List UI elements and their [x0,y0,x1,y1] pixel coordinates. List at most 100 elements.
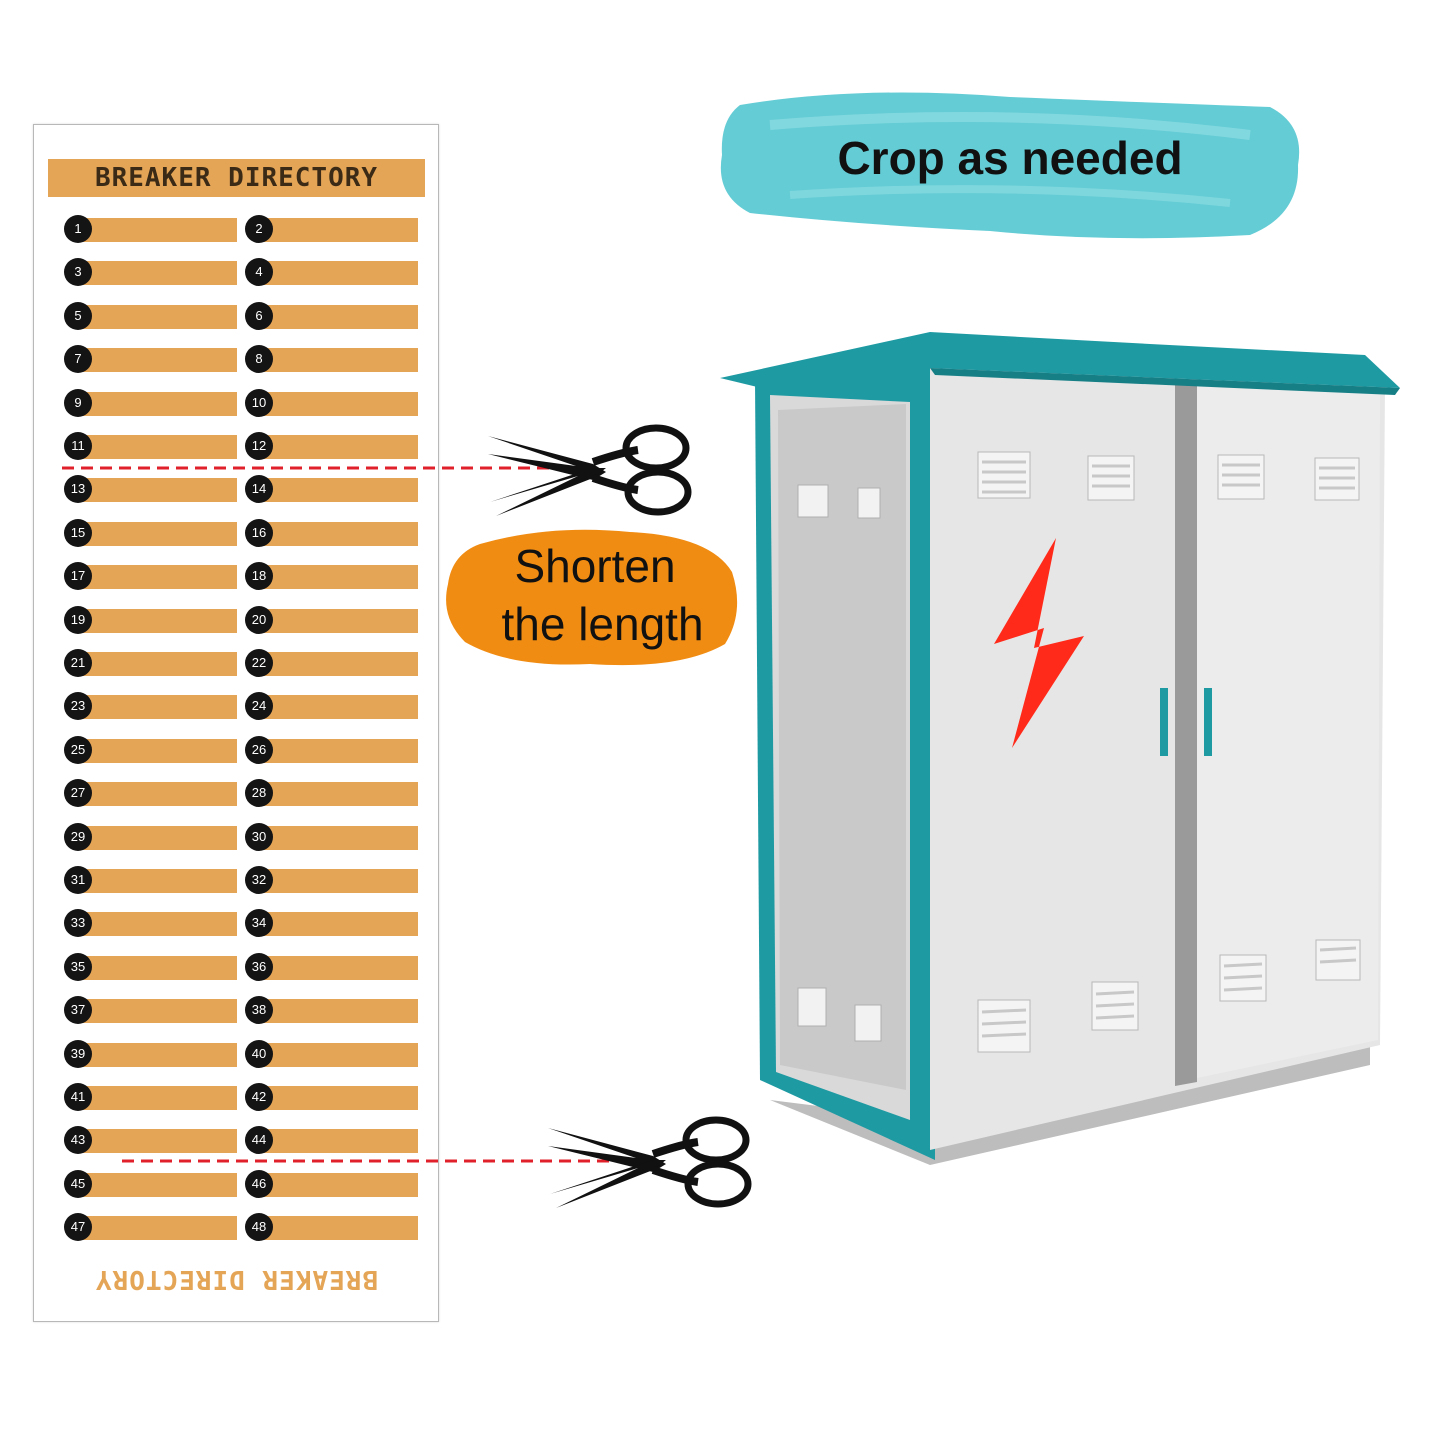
breaker-number-badge: 29 [64,822,92,851]
breaker-number-badge: 22 [245,649,273,677]
breaker-number-badge: 35 [64,952,92,981]
breaker-label-field[interactable] [255,912,418,937]
breaker-label-field[interactable] [74,304,237,329]
breaker-label-field[interactable] [255,304,418,329]
breaker-label-field[interactable] [255,999,418,1024]
breaker-number-badge: 47 [64,1213,92,1242]
breaker-number-badge: 2 [245,215,273,243]
scissors-icon [488,424,692,516]
breaker-label-field[interactable] [255,261,418,286]
breaker-number-badge: 31 [64,866,92,894]
breaker-label-field[interactable] [74,608,237,633]
breaker-number-badge: 44 [245,1126,273,1155]
breaker-label-field[interactable] [74,1216,237,1241]
breaker-number-badge: 15 [64,518,92,547]
breaker-label-field[interactable] [74,738,237,763]
breaker-number-badge: 1 [64,215,92,243]
scissors-icon [548,1116,752,1208]
breaker-number-badge: 24 [245,692,273,721]
breaker-number-badge: 26 [245,735,273,764]
crop-callout: Crop as needed [837,132,1183,184]
breaker-label-field[interactable] [74,869,237,893]
breaker-number-badge: 25 [64,735,92,764]
breaker-label-field[interactable] [255,695,418,720]
breaker-label-field[interactable] [255,435,418,459]
breaker-number-badge: 19 [64,605,92,634]
breaker-label-field[interactable] [255,1042,418,1067]
breaker-number-badge: 39 [64,1039,92,1068]
breaker-number-badge: 48 [245,1213,273,1242]
breaker-label-field[interactable] [74,782,237,807]
breaker-label-field[interactable] [74,218,237,242]
breaker-label-field[interactable] [255,955,418,980]
breaker-label-field[interactable] [255,738,418,763]
breaker-label-field[interactable] [74,955,237,980]
breaker-label-field[interactable] [74,1086,237,1110]
breaker-label-field[interactable] [74,435,237,459]
shorten-brush-stroke [446,529,738,666]
shorten-callout-line2: the length [501,598,704,650]
breaker-label-field[interactable] [74,261,237,286]
breaker-number-badge: 17 [64,562,92,591]
breaker-label-field[interactable] [255,348,418,373]
breaker-label-field[interactable] [74,565,237,590]
breaker-number-badge: 30 [245,822,273,851]
breaker-number-badge: 40 [245,1039,273,1068]
breaker-label-field[interactable] [255,825,418,850]
breaker-label-field[interactable] [255,1086,418,1110]
breaker-label-field[interactable] [255,652,418,676]
breaker-number-badge: 14 [245,475,273,504]
breaker-number-badge: 13 [64,475,92,504]
breaker-number-badge: 43 [64,1126,92,1155]
breaker-number-badge: 46 [245,1169,273,1198]
directory-title: BREAKER DIRECTORY [94,163,379,193]
breaker-number-badge: 21 [64,649,92,677]
breaker-label-field[interactable] [255,1129,418,1154]
breaker-number-badge: 45 [64,1169,92,1198]
breaker-number-badge: 28 [245,779,273,808]
breaker-label-field[interactable] [74,1129,237,1154]
breaker-number-badge: 8 [245,345,273,374]
breaker-label-field[interactable] [74,1172,237,1197]
breaker-number-badge: 5 [64,301,92,330]
breaker-label-field[interactable] [74,695,237,720]
breaker-number-badge: 4 [245,258,273,287]
breaker-number-badge: 3 [64,258,92,287]
breaker-number-badge: 34 [245,909,273,938]
breaker-label-field[interactable] [255,478,418,503]
lightning-bolt-icon [994,538,1084,748]
breaker-number-badge: 37 [64,996,92,1025]
breaker-label-field[interactable] [255,391,418,416]
breaker-number-badge: 9 [64,388,92,417]
breaker-label-field[interactable] [255,218,418,242]
breaker-label-field[interactable] [74,652,237,676]
breaker-number-badge: 23 [64,692,92,721]
breaker-number-badge: 32 [245,866,273,894]
breaker-label-field[interactable] [74,391,237,416]
breaker-number-badge: 33 [64,909,92,938]
breaker-number-badge: 16 [245,518,273,547]
breaker-label-field[interactable] [74,999,237,1024]
breaker-number-badge: 36 [245,952,273,981]
breaker-label-field[interactable] [74,348,237,373]
breaker-number-badge: 7 [64,345,92,374]
breaker-number-badge: 10 [245,388,273,417]
breaker-label-field[interactable] [255,782,418,807]
breaker-label-field[interactable] [74,912,237,937]
crop-brush-stroke [720,92,1300,239]
breaker-label-field[interactable] [255,869,418,893]
breaker-label-field[interactable] [255,1172,418,1197]
breaker-label-field[interactable] [255,565,418,590]
breaker-label-field[interactable] [255,521,418,546]
breaker-label-field[interactable] [74,825,237,850]
breaker-number-badge: 38 [245,996,273,1025]
breaker-label-field[interactable] [255,608,418,633]
breaker-label-field[interactable] [74,478,237,503]
shorten-callout-line1: Shorten [514,540,676,592]
breaker-label-field[interactable] [255,1216,418,1241]
breaker-label-field[interactable] [74,1042,237,1067]
breaker-label-field[interactable] [74,521,237,546]
breaker-number-badge: 41 [64,1083,92,1111]
